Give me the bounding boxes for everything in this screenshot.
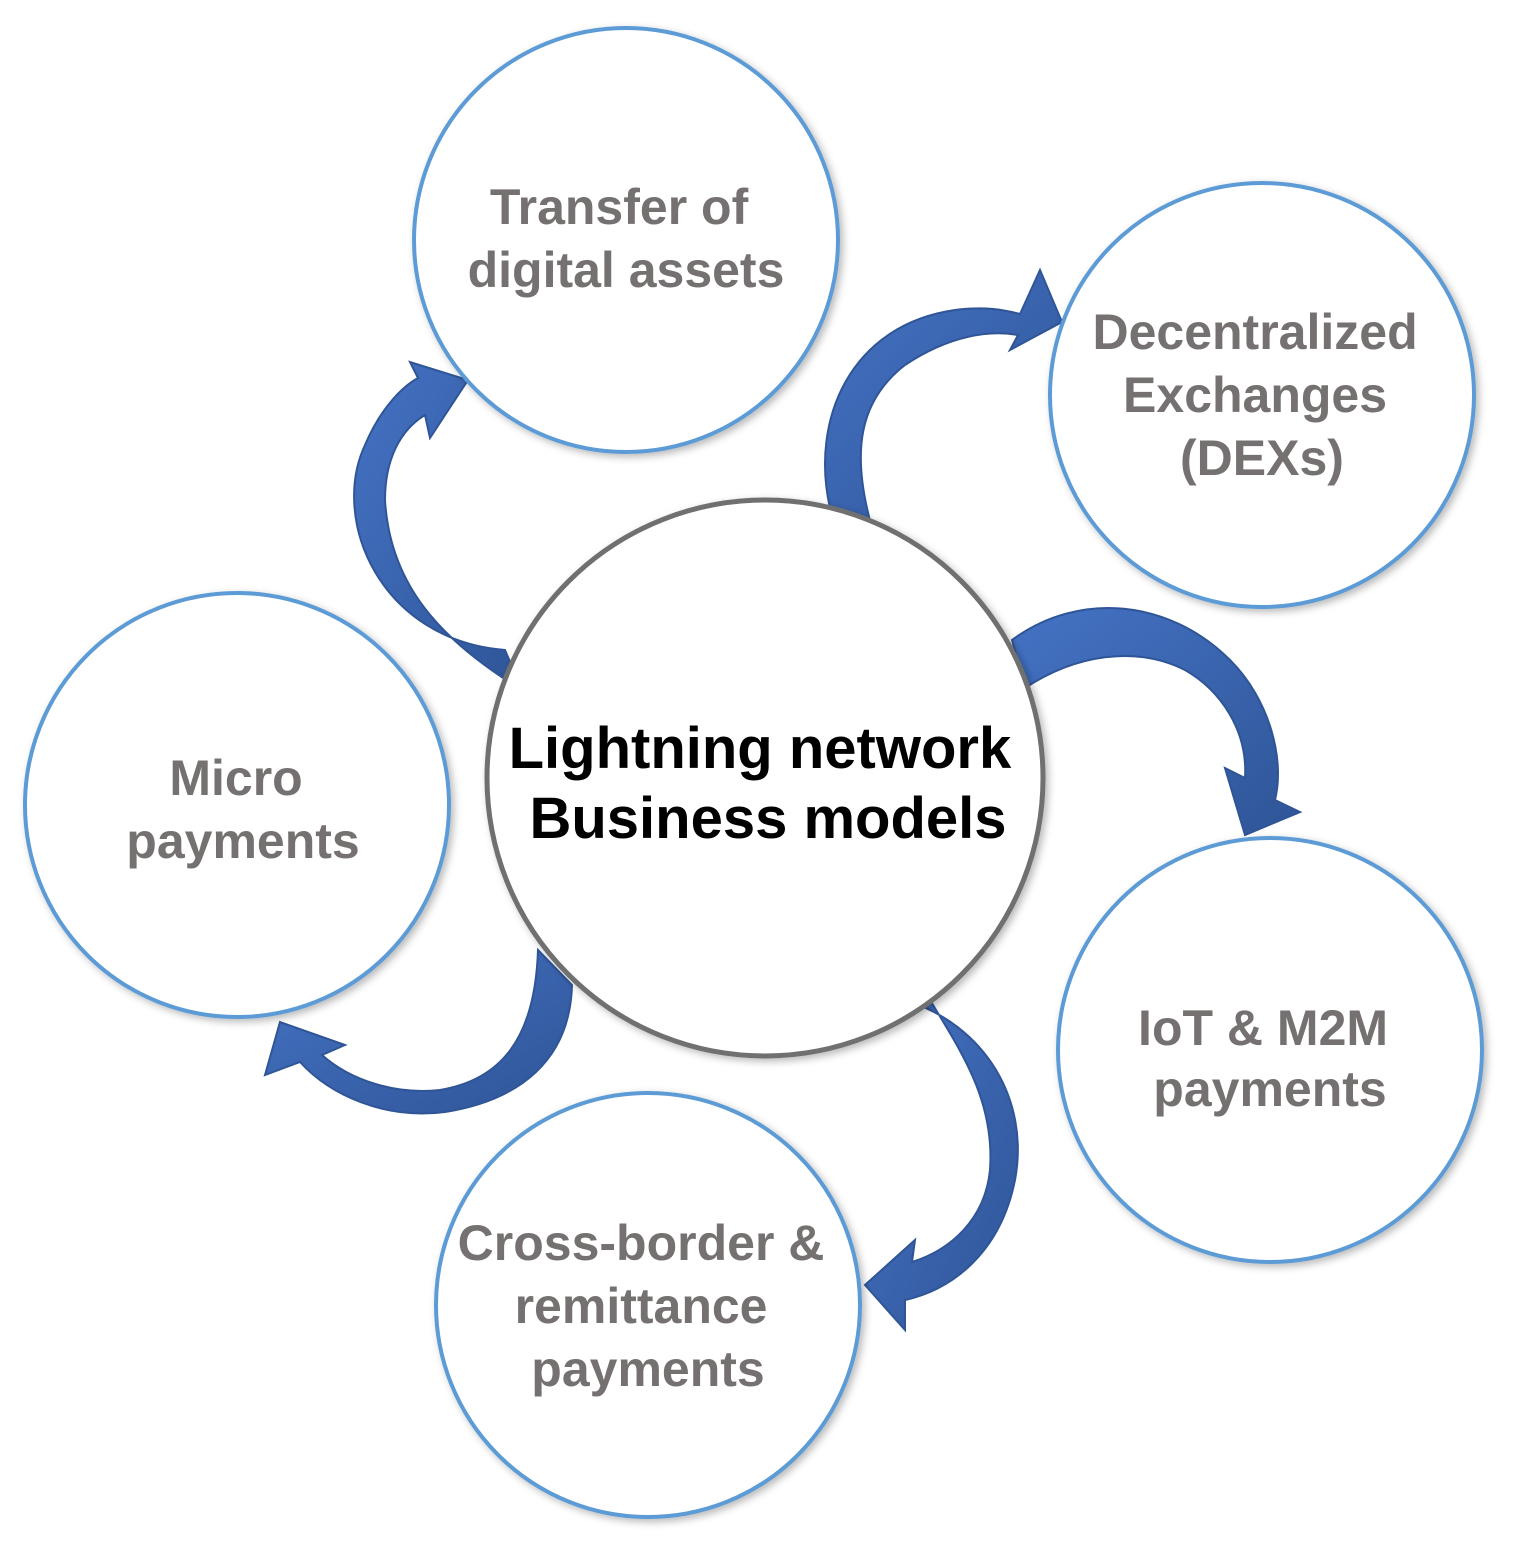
center-circle (484, 497, 1046, 1059)
node-label: IoT & M2M payments (1138, 1000, 1402, 1117)
arrow-to-transfer (353, 360, 525, 693)
node-iot: IoT & M2M payments (1056, 836, 1484, 1264)
arrow-to-iot (1010, 607, 1303, 837)
node-circle (434, 1091, 862, 1519)
arrow-to-crossborder (863, 999, 1019, 1333)
node-circle (1056, 836, 1484, 1264)
arrows (263, 267, 1303, 1333)
node-label: Micro payments (126, 750, 359, 869)
node-circle (23, 591, 451, 1019)
arrow-to-dex (824, 267, 1064, 530)
arrow-to-micro (263, 947, 574, 1115)
node-crossborder: Cross-border & remittance payments (434, 1091, 862, 1519)
node-dex: Decentralized Exchanges (DEXs) (1048, 181, 1476, 609)
node-label: Cross-border & remittance payments (458, 1215, 839, 1397)
node-circle (1048, 181, 1476, 609)
center-node: Lightning network Business models (484, 497, 1046, 1059)
node-label: Transfer of digital assets (468, 179, 785, 298)
node-transfer: Transfer of digital assets (412, 26, 840, 454)
node-micro: Micro payments (23, 591, 451, 1019)
center-label: Lightning network Business models (509, 716, 1028, 851)
node-circle (412, 26, 840, 454)
node-label: Decentralized Exchanges (DEXs) (1092, 304, 1431, 486)
